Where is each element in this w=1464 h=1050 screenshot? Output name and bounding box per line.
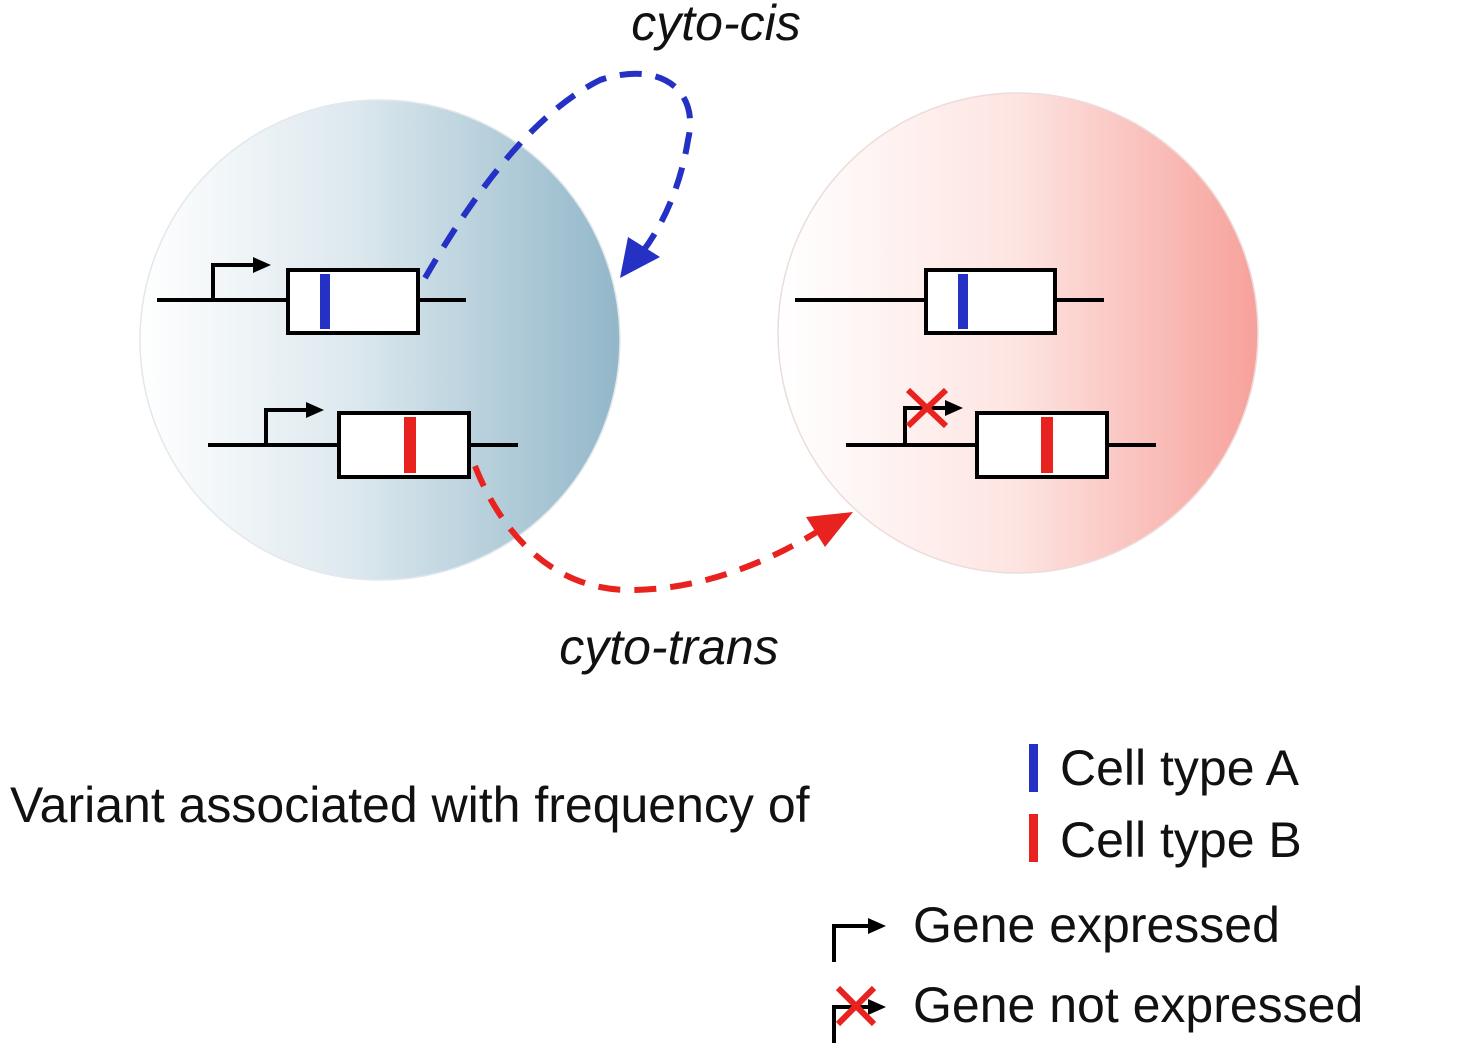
legend-gene-not-expressed: Gene not expressed bbox=[913, 977, 1363, 1033]
cell-left bbox=[139, 99, 621, 581]
legend-swatch-cell-type-a bbox=[1029, 744, 1038, 792]
variant-marker-cell-type-b bbox=[1041, 417, 1053, 473]
promoter-arrow-icon bbox=[264, 402, 324, 445]
cell-left-body bbox=[139, 99, 621, 581]
legend-swatch-cell-type-b bbox=[1029, 814, 1038, 862]
arrowhead-icon bbox=[620, 237, 660, 278]
legend-cell-type-b: Cell type B bbox=[1060, 812, 1302, 868]
cyto-trans-label: cyto-trans bbox=[559, 619, 779, 675]
gene-not-expressed-icon bbox=[832, 985, 886, 1043]
gene-locus-left-top bbox=[157, 257, 466, 335]
legend-variant-text: Variant associated with frequency of bbox=[10, 777, 810, 833]
cyto-trans-arrow bbox=[472, 464, 853, 594]
gene-locus-right-top bbox=[795, 268, 1104, 335]
gene-locus-right-bottom bbox=[846, 387, 1156, 479]
cyto-cis-arrow bbox=[422, 70, 693, 280]
red-x-icon bbox=[905, 387, 949, 429]
promoter-arrow-blocked-icon bbox=[903, 387, 963, 445]
cyto-cis-label: cyto-cis bbox=[631, 0, 800, 51]
gene-locus-left-bottom bbox=[208, 402, 518, 479]
legend-cell-type-a: Cell type A bbox=[1060, 740, 1300, 796]
promoter-arrow-icon bbox=[211, 257, 271, 300]
legend: Variant associated with frequency of Cel… bbox=[10, 740, 1363, 1043]
gene-expressed-icon bbox=[832, 918, 886, 962]
gene-box bbox=[286, 268, 420, 335]
gene-box bbox=[924, 268, 1057, 335]
arrowhead-icon bbox=[806, 512, 853, 547]
legend-gene-expressed: Gene expressed bbox=[913, 897, 1280, 953]
cell-right bbox=[777, 92, 1259, 574]
variant-marker-cell-type-a bbox=[958, 274, 968, 329]
variant-marker-cell-type-b bbox=[404, 417, 416, 473]
variant-marker-cell-type-a bbox=[320, 274, 330, 329]
